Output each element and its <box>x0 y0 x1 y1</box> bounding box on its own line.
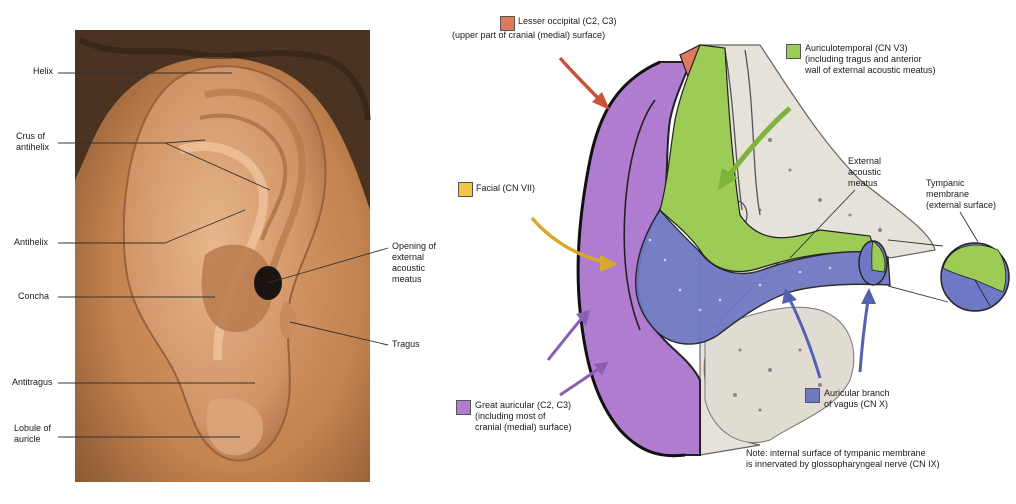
label-helix: Helix <box>33 66 53 77</box>
swatch-vagus <box>805 388 820 403</box>
label-antitragus: Antitragus <box>12 377 53 388</box>
label-lesser-occipital: Lesser occipital (C2, C3) <box>518 16 617 27</box>
label-lobule-of-auricle: Lobule of auricle <box>14 423 51 445</box>
label-external-acoustic-meatus: External acoustic meatus <box>848 156 881 189</box>
leader-tympanic <box>960 212 978 242</box>
label-lesser-occipital-sub: (upper part of cranial (medial) surface) <box>452 30 605 41</box>
label-crus-of-antihelix: Crus of antihelix <box>16 131 49 153</box>
label-opening-of-external-acoustic-meatus: Opening of external acoustic meatus <box>392 241 436 285</box>
diagram-note: Note: internal surface of tympanic membr… <box>746 448 940 470</box>
label-antihelix: Antihelix <box>14 237 48 248</box>
tympanic-membrane-inset <box>941 243 1009 311</box>
leader-canal-to-inset-b <box>888 286 948 302</box>
label-tragus: Tragus <box>392 339 420 350</box>
label-facial: Facial (CN VII) <box>476 183 535 194</box>
arrow-great-auricular-a <box>548 318 582 360</box>
label-great-auricular: Great auricular (C2, C3) (including most… <box>475 400 572 433</box>
label-auricular-branch-of-vagus: Auricular branch of vagus (CN X) <box>824 388 890 410</box>
label-concha: Concha <box>18 291 49 302</box>
swatch-great-auricular <box>456 400 471 415</box>
swatch-lesser-occipital <box>500 16 515 31</box>
swatch-facial <box>458 182 473 197</box>
arrow-vagus-b <box>860 300 868 372</box>
label-auriculotemporal: Auriculotemporal (CN V3) (including trag… <box>805 43 936 76</box>
swatch-auriculotemporal <box>786 44 801 59</box>
label-tympanic-membrane: Tympanic membrane (external surface) <box>926 178 996 211</box>
arrow-lesser-occipital <box>560 58 603 103</box>
